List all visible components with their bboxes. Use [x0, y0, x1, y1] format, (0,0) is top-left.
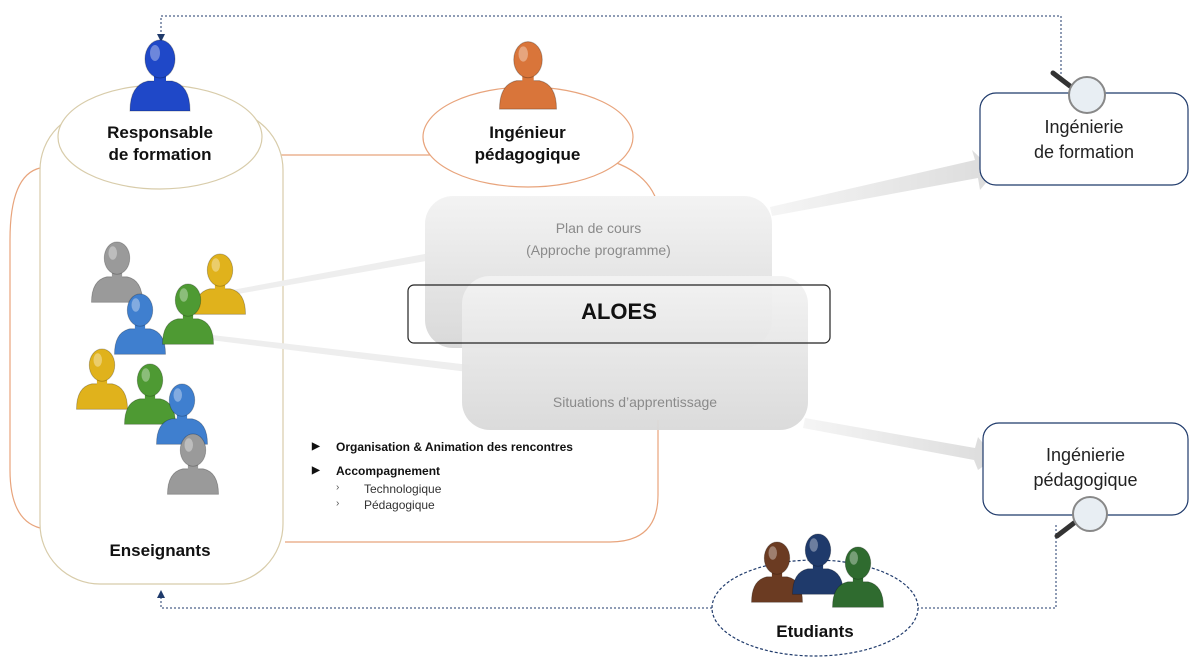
- responsable-label-line1: Responsable: [107, 123, 213, 142]
- plan-de-cours-line2: (Approche programme): [526, 242, 671, 258]
- plan-de-cours-label: Plan de cours (Approche programme): [425, 217, 772, 261]
- aloes-label: ALOES: [581, 299, 657, 324]
- person-icon: [792, 533, 844, 595]
- person-icon: [114, 293, 166, 355]
- sub-bullet-item: › Pédagogique: [312, 498, 642, 512]
- ing-pedagogique-label: Ingénierie pédagogique: [983, 443, 1188, 493]
- ing-pedagogique-line2: pédagogique: [1033, 470, 1138, 490]
- activities-list: ▶ Organisation & Animation des rencontre…: [312, 440, 642, 520]
- sub-bullet-label: Technologique: [364, 482, 442, 496]
- plan-de-cours-line1: Plan de cours: [555, 220, 642, 236]
- magnifier-icon: [1054, 496, 1108, 539]
- person-icon: [167, 433, 219, 495]
- person-icon: [832, 546, 884, 608]
- aloes-box: [407, 284, 831, 344]
- feedback-loop-bottom: [157, 525, 1057, 609]
- ing-formation-line1: Ingénierie: [1044, 117, 1124, 137]
- etudiants-label: Etudiants: [776, 622, 854, 641]
- ing-formation-label: Ingénierie de formation: [980, 115, 1188, 165]
- sub-bullet-item: › Technologique: [312, 482, 642, 496]
- ingenieur-label-line2: pédagogique: [474, 145, 581, 164]
- teachers-connectors: [210, 253, 470, 372]
- bullet-item: ▶ Organisation & Animation des rencontre…: [312, 440, 642, 454]
- enseignants-label: Enseignants: [109, 541, 211, 560]
- orange-outline-loop: [9, 167, 41, 529]
- arrow-to-ing-formation: [770, 150, 995, 216]
- arrow-to-ing-pedagogique: [803, 418, 995, 470]
- person-icon: [162, 283, 214, 345]
- ing-formation-line2: de formation: [1033, 142, 1135, 162]
- bullet-item-label: Accompagnement: [336, 464, 441, 478]
- person-icon: [124, 363, 176, 425]
- ingenieur-label-line1: Ingénieur: [489, 123, 566, 142]
- person-icon: [499, 41, 557, 110]
- triangle-bullet-icon: ▶: [312, 465, 320, 476]
- ingenieur-label: Ingénieur pédagogique: [455, 122, 600, 166]
- responsable-label: Responsable de formation: [90, 122, 230, 166]
- person-icon: [91, 241, 143, 303]
- chevron-bullet-icon: ›: [336, 498, 340, 509]
- person-icon: [76, 348, 128, 410]
- feedback-loop-top: [157, 15, 1062, 78]
- bullet-item: ▶ Accompagnement: [312, 464, 642, 478]
- bullet-item-label: Organisation & Animation des rencontres: [336, 440, 573, 454]
- responsable-label-line2: de formation: [108, 145, 212, 164]
- person-icon: [129, 39, 191, 112]
- triangle-bullet-icon: ▶: [312, 441, 320, 452]
- situations-label: Situations d’apprentissage: [552, 394, 718, 410]
- situations-box: [462, 276, 808, 430]
- person-icon: [194, 253, 246, 315]
- sub-bullet-label: Pédagogique: [364, 498, 435, 512]
- ing-pedagogique-line1: Ingénierie: [1045, 445, 1126, 465]
- magnifier-icon: [1050, 70, 1106, 114]
- chevron-bullet-icon: ›: [336, 482, 340, 493]
